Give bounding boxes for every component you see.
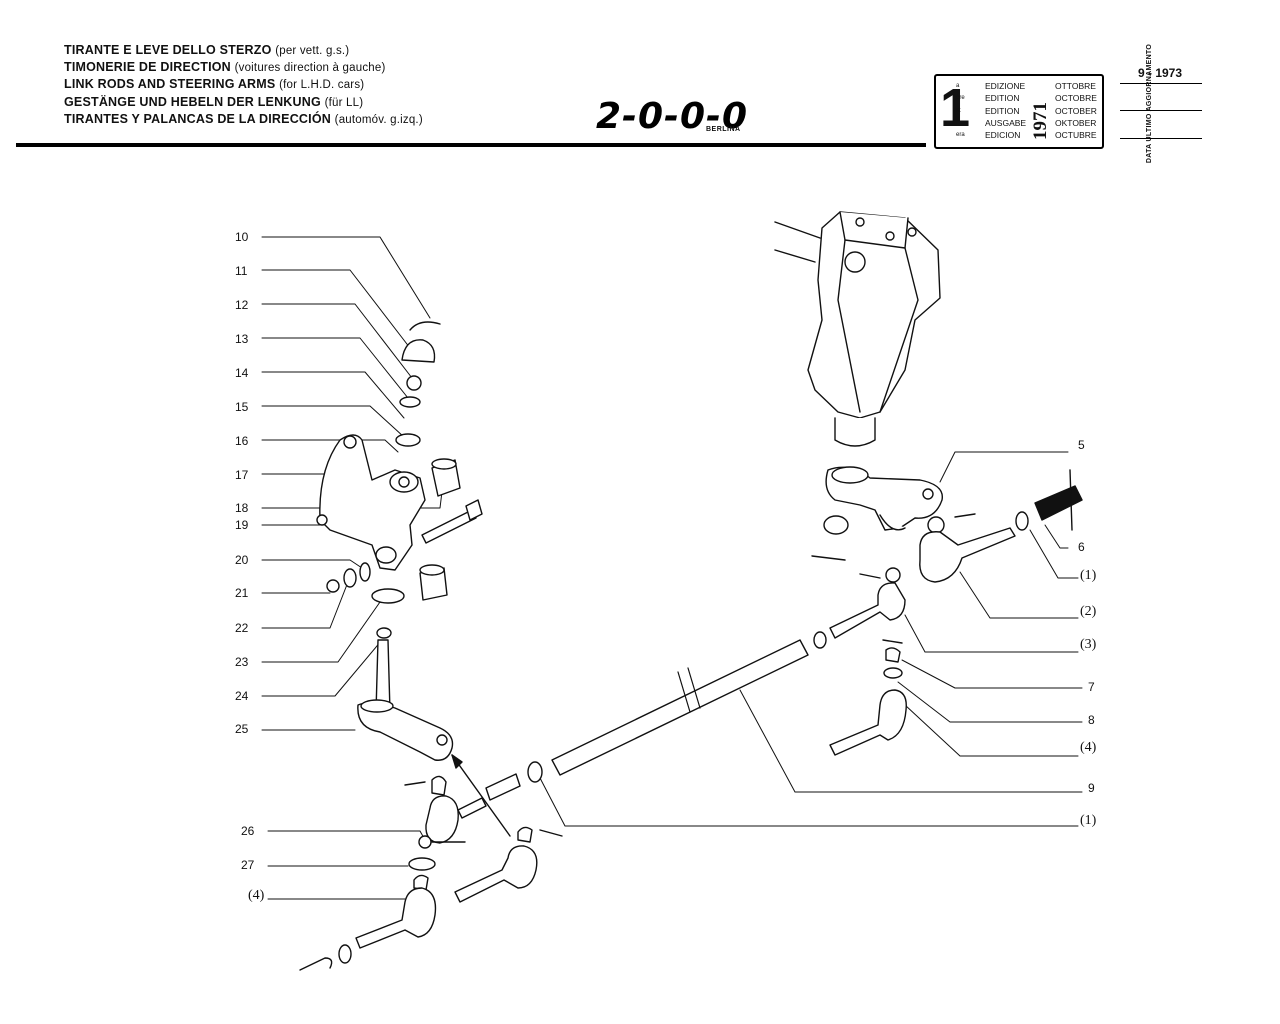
edition-box [934,74,1104,149]
model-logo: 2-0-0-0 [596,96,749,137]
callout-27: 27 [241,858,255,872]
ball-joint-left-upper [404,775,487,844]
callout-4-right: (4) [1080,740,1097,755]
title-line-en: LINK RODS AND STEERING ARMS (for L.H.D. … [64,77,365,92]
callout-7: 7 [1088,680,1095,694]
washer-23 [371,588,405,604]
steering-box [774,211,941,447]
callout-23: 23 [235,655,249,669]
update-date: 9 - 1973 [1138,66,1183,80]
title-block: TIRANTE E LEVE DELLO STERZO (per vett. g… [64,42,423,128]
callout-10: 10 [235,230,249,244]
update-line [1120,138,1202,139]
ball-joint-4-right [829,639,907,756]
callout-25: 25 [235,722,249,736]
header-rule [16,143,926,147]
threaded-sleeve [485,773,521,801]
arrow-line [451,754,511,837]
callout-20: 20 [235,553,249,567]
callout-12: 12 [235,298,249,312]
callout-18: 18 [235,501,249,515]
leader-lines-right [539,451,1083,827]
center-rod-9 [551,639,809,776]
callout-1-top: (1) [1080,568,1097,583]
callout-13: 13 [235,332,249,346]
callout-11: 11 [235,264,248,278]
callout-2: (2) [1080,604,1097,619]
callout-3: (3) [1080,637,1097,652]
callout-15: 15 [235,400,249,414]
bushing-18 [431,458,461,497]
title-line-it: TIRANTE E LEVE DELLO STERZO (per vett. g… [64,43,350,57]
washers-12-15 [395,375,422,447]
callout-6: 6 [1078,540,1085,554]
pitman-arm [823,466,976,535]
clip-10 [409,321,441,331]
washer-24 [376,627,392,639]
title-line-fr: TIMONERIE DE DIRECTION (voitures directi… [64,60,386,75]
callout-22: 22 [235,621,249,635]
callout-8: 8 [1088,713,1095,727]
title-line-de: GESTÄNGE UND HEBELN DER LENKUNG (für LL) [64,94,364,109]
callout-1-bottom: (1) [1080,813,1097,828]
idler-arm [357,639,454,761]
callout-17: 17 [235,468,249,482]
callout-9: 9 [1088,781,1095,795]
sleeve-6 [1034,469,1083,531]
idler-bracket [316,434,426,571]
bolt-19 [421,499,483,544]
callout-19: 19 [235,518,249,532]
callout-16: 16 [235,434,249,448]
leader-lines-left [261,236,445,900]
bushing-lower [419,564,448,601]
callout-21: 21 [235,586,249,600]
edition-number: 1 [940,78,971,138]
title-line-es: TIRANTES Y PALANCAS DE LA DIRECCIÓN (aut… [64,111,423,126]
callout-14: 14 [235,366,249,380]
update-line [1120,110,1202,111]
callout-26: 26 [241,824,255,838]
washer-27 [408,857,436,871]
ball-joint-left-lower [454,826,563,903]
cap-11 [401,339,436,363]
ball-joint-3 [829,567,906,639]
update-line [1120,83,1202,84]
callout-5: 5 [1078,438,1085,452]
ball-joint-4-left [355,874,437,949]
callout-4-left: (4) [248,888,265,903]
ball-joint-2 [919,516,1016,583]
callout-24: 24 [235,689,249,703]
nut-washer-21-22 [326,562,371,593]
model-logo-sub: BERLINA [706,126,741,133]
nut-26 [418,835,432,849]
